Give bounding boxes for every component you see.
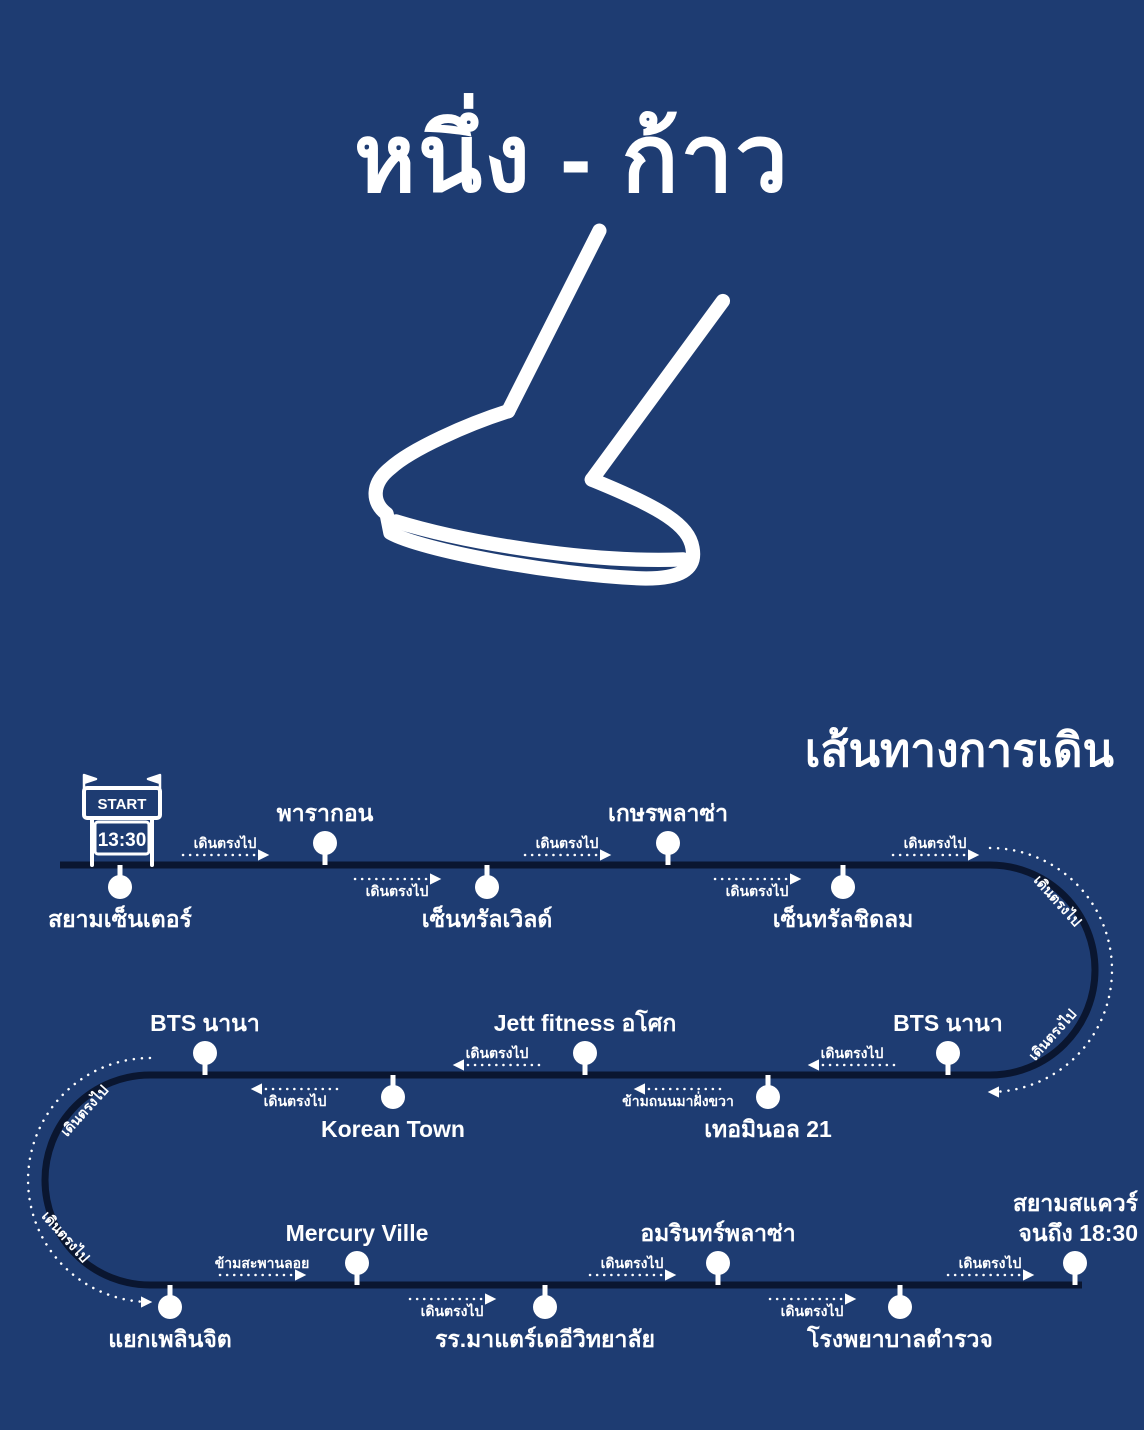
stop-marker xyxy=(381,1085,405,1109)
stop-marker xyxy=(706,1251,730,1275)
stop-label: สยามสแควร์ xyxy=(1013,1190,1139,1216)
route-line xyxy=(41,861,1099,1289)
walk-arrow-label: ข้ามสะพานลอย xyxy=(215,1255,310,1271)
stop-marker xyxy=(656,831,680,855)
walking-foot-icon xyxy=(368,223,731,586)
stop-marker xyxy=(831,875,855,899)
start-time-box xyxy=(93,820,151,856)
stop-label: BTS นานา xyxy=(893,1010,1003,1036)
stop-label: Jett fitness อโศก xyxy=(494,1009,677,1036)
stop-label: เซ็นทรัลชิดลม xyxy=(773,904,914,932)
front-leg-line xyxy=(501,223,607,419)
stop-label: อมรินทร์พลาซ่า xyxy=(640,1220,795,1246)
curve-arrow-label: เดินตรงไป xyxy=(1031,871,1086,929)
stop-label: BTS นานา xyxy=(150,1010,260,1036)
stop-label: เทอมินอล 21 xyxy=(704,1116,832,1142)
stop-label: รร.มาแตร์เดอีวิทยาลัย xyxy=(435,1326,655,1352)
shoe-outline xyxy=(368,404,701,586)
route-map: START 13:30 เดินตรงไปเดินตรงไปเดินตรงไปเ… xyxy=(26,773,1139,1352)
route-curve-dotted-right xyxy=(987,846,1114,1098)
walk-arrow-label: เดินตรงไป xyxy=(904,834,967,851)
curve-arrow-label: เดินตรงไป xyxy=(57,1081,112,1139)
poster-title: หนึ่ง - ก้าว xyxy=(353,106,791,211)
start-banner xyxy=(82,786,162,820)
stop-label: โรงพยาบาลตำรวจ xyxy=(806,1325,993,1352)
walk-arrow-label: เดินตรงไป xyxy=(366,882,429,899)
walk-arrow-label: เดินตรงไป xyxy=(466,1044,529,1061)
walk-arrow-label: เดินตรงไป xyxy=(601,1254,664,1271)
walk-arrow-label: เดินตรงไป xyxy=(421,1302,484,1319)
stop-label: แยกเพลินจิต xyxy=(108,1326,231,1352)
stop-label: สยามเซ็นเตอร์ xyxy=(48,904,192,932)
shoe-sole-line xyxy=(388,514,691,567)
stop-marker xyxy=(345,1251,369,1275)
stop-marker xyxy=(756,1085,780,1109)
route-curve-dotted-left xyxy=(26,1056,153,1308)
stop-marker xyxy=(475,875,499,899)
curve-arrow-label: เดินตรงไป xyxy=(39,1207,94,1265)
stop-marker xyxy=(533,1295,557,1319)
section-heading: เส้นทางการเดิน xyxy=(804,724,1114,776)
start-flag-right xyxy=(146,773,162,790)
stop-marker xyxy=(573,1041,597,1065)
stop-marker xyxy=(936,1041,960,1065)
stop-marker xyxy=(108,875,132,899)
walk-arrow-label: เดินตรงไป xyxy=(536,834,599,851)
walk-arrow-label: เดินตรงไป xyxy=(781,1302,844,1319)
start-sign: START 13:30 xyxy=(82,773,162,867)
stop-label: เกษรพลาซ่า xyxy=(608,800,728,826)
stop-marker xyxy=(193,1041,217,1065)
back-leg-line xyxy=(584,293,731,487)
start-label: START xyxy=(98,796,147,813)
stop-marker xyxy=(313,831,337,855)
stop-label: Korean Town xyxy=(321,1116,465,1142)
start-flag-left xyxy=(82,773,98,790)
walk-arrow-label: เดินตรงไป xyxy=(726,882,789,899)
stop-label: เซ็นทรัลเวิลด์ xyxy=(422,904,553,932)
walk-arrow-label: เดินตรงไป xyxy=(959,1254,1022,1271)
stop-label: พารากอน xyxy=(277,800,374,826)
walk-arrow-label: เดินตรงไป xyxy=(194,834,257,851)
walk-arrow-label: เดินตรงไป xyxy=(821,1044,884,1061)
walk-arrow-label: เดินตรงไป xyxy=(264,1092,327,1109)
walk-arrow-label: ข้ามถนนมาฝั่งขวา xyxy=(622,1091,734,1109)
start-time: 13:30 xyxy=(98,830,147,851)
stop-marker xyxy=(1063,1251,1087,1275)
stop-label: Mercury Ville xyxy=(286,1220,429,1246)
stop-marker xyxy=(888,1295,912,1319)
stop-label-line2: จนถึง 18:30 xyxy=(1018,1220,1138,1246)
stop-marker xyxy=(158,1295,182,1319)
